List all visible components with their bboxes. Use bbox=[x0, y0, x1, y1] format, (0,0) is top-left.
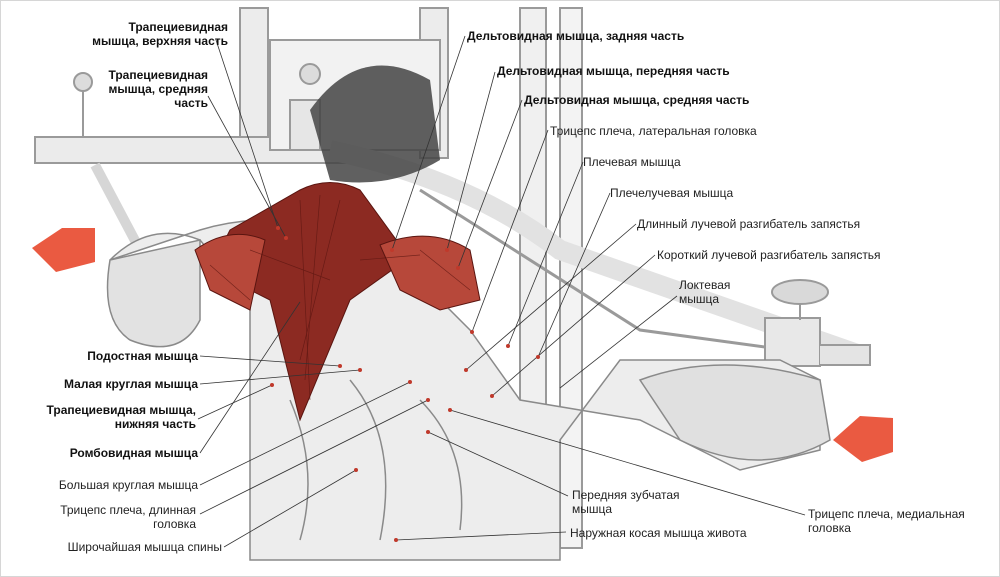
label-ulnar: Локтевая мышца bbox=[679, 278, 731, 306]
label-trapezius-middle: Трапециевидная мышца, средняя часть bbox=[108, 68, 208, 110]
head bbox=[310, 65, 440, 183]
label-triceps-lateral: Трицепс плеча, латеральная головка bbox=[550, 124, 757, 138]
arrow-right-icon bbox=[833, 416, 893, 462]
deltoid-left-muscle bbox=[194, 233, 266, 311]
label-triceps-long: Трицепс плеча, длинная головка bbox=[60, 503, 196, 531]
label-ext-carpi-brevis: Короткий лучевой разгибатель запястья bbox=[657, 248, 881, 262]
label-ext-carpi-longus: Длинный лучевой разгибатель запястья bbox=[637, 217, 861, 231]
label-brachioradialis: Плечелучевая мышца bbox=[610, 186, 734, 200]
label-serratus: Передняя зубчатая мышца bbox=[572, 488, 680, 516]
label-brachialis: Плечевая мышца bbox=[583, 155, 681, 169]
label-deltoid-rear: Дельтовидная мышца, задняя часть bbox=[467, 29, 685, 43]
label-triceps-medial: Трицепс плеча, медиальная головка bbox=[808, 507, 965, 535]
label-trapezius-lower: Трапециевидная мышца, нижняя часть bbox=[46, 403, 196, 431]
label-rhomboid: Ромбовидная мышца bbox=[69, 446, 198, 460]
marker-dots bbox=[270, 226, 540, 542]
label-teres-minor: Малая круглая мышца bbox=[64, 377, 198, 391]
label-deltoid-front: Дельтовидная мышца, передняя часть bbox=[497, 64, 730, 78]
label-trapezius-upper: Трапециевидная мышца, верхняя часть bbox=[92, 20, 228, 48]
label-oblique: Наружная косая мышца живота bbox=[570, 526, 747, 540]
label-teres-major: Большая круглая мышца bbox=[58, 478, 198, 492]
highlighted-muscles bbox=[194, 182, 481, 422]
label-deltoid-middle: Дельтовидная мышца, средняя часть bbox=[524, 93, 750, 107]
arrow-left-icon bbox=[32, 228, 95, 272]
label-latissimus: Широчайшая мышца спины bbox=[67, 540, 222, 554]
leader-lines bbox=[197, 35, 806, 548]
deltoid-right-muscle bbox=[379, 235, 481, 311]
label-infraspinatus: Подостная мышца bbox=[87, 349, 198, 363]
